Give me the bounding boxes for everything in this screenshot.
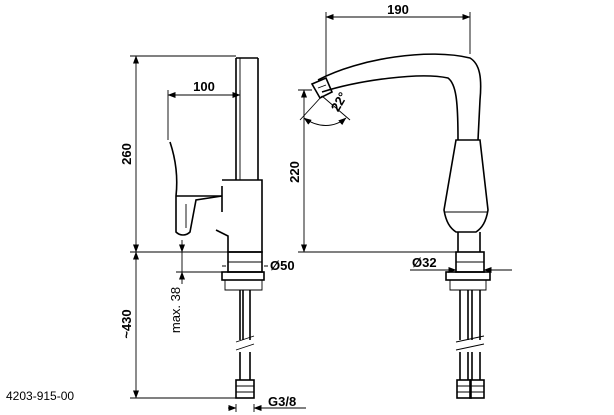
dim-total-height: [130, 55, 236, 253]
label-handle-reach: 100: [193, 79, 215, 94]
dim-spout-reach: [325, 12, 471, 76]
label-connection-thread: G3/8: [268, 394, 296, 409]
dim-connection-thread: [228, 404, 306, 412]
label-spout-base-diameter: Ø32: [412, 255, 437, 270]
dim-hose-length: [130, 251, 236, 399]
label-spout-reach: 190: [387, 2, 409, 17]
dim-max-thickness: [176, 240, 228, 284]
label-base-diameter: Ø50: [270, 258, 295, 273]
dim-handle-reach: [167, 90, 241, 140]
dim-spout-angle: [299, 95, 351, 126]
label-spout-height: 220: [287, 161, 302, 183]
front-view-faucet: [310, 53, 491, 399]
label-total-height: 260: [119, 143, 134, 165]
label-max-thickness: max. 38: [168, 287, 183, 333]
part-number: 4203-915-00: [6, 389, 74, 403]
label-hose-length: ~430: [119, 309, 134, 338]
dim-spout-height: [298, 89, 456, 253]
side-view-faucet: [169, 57, 265, 399]
